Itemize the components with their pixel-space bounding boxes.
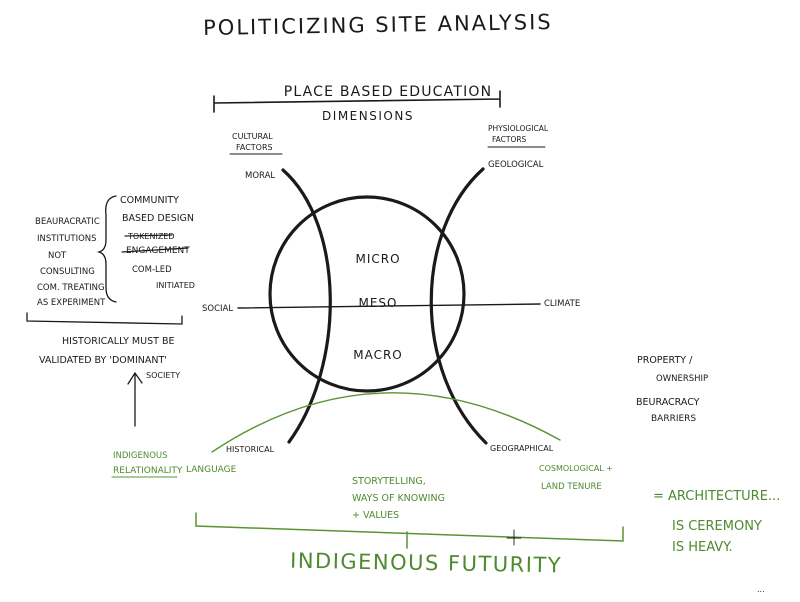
cultural-factors-heading-1: CULTURAL	[232, 132, 273, 141]
property-line: OWNERSHIP	[656, 374, 708, 384]
place-based-education-label: PLACE BASED EDUCATION	[284, 84, 493, 100]
architecture-label: = ARCHITECTURE...	[653, 489, 780, 504]
cosmological-line: LAND TENURE	[541, 482, 602, 492]
ceremony-line: IS HEAVY.	[672, 540, 733, 555]
meso-label: MESO	[359, 296, 398, 310]
right-arc	[429, 167, 488, 445]
community-line: BASED DESIGN	[122, 213, 194, 224]
cosmological-line: COSMOLOGICAL +	[539, 464, 613, 473]
geographical-label: GEOGRAPHICAL	[490, 444, 554, 453]
historical-label: HISTORICAL	[226, 445, 275, 454]
bureaucratic-line: INSTITUTIONS	[37, 234, 97, 244]
dimensions-bracket	[213, 90, 501, 113]
bureaucratic-line: NOT	[48, 251, 67, 261]
struck-word: TOKENIZED	[127, 232, 175, 241]
ellipsis-icon: ...	[757, 585, 765, 594]
dimensions-label: DIMENSIONS	[322, 109, 414, 123]
historically-line: SOCIETY	[146, 371, 180, 380]
macro-label: MACRO	[353, 348, 403, 362]
dimensions-circle	[268, 195, 466, 393]
climate-label: CLIMATE	[544, 299, 580, 309]
engagement-strike	[121, 247, 189, 253]
notes-bracket	[26, 312, 183, 325]
bureaucracy-line: BARRIERS	[651, 414, 696, 424]
left-arc	[281, 168, 332, 444]
storytelling-line: STORYTELLING,	[352, 476, 426, 487]
futurity-bracket	[195, 512, 624, 549]
storytelling-line: WAYS OF KNOWING	[352, 493, 445, 504]
green-arc	[211, 392, 561, 453]
up-arrow-icon	[127, 371, 143, 427]
strikethrough	[124, 234, 173, 237]
com-led-line: COM-LED	[132, 265, 172, 275]
page-title: POLITICIZING SITE ANALYSIS	[203, 10, 553, 40]
bureaucracy-line: BEURACRACY	[636, 397, 700, 408]
bureaucratic-line: CONSULTING	[40, 267, 95, 277]
bureaucratic-note: BEAURACRATIC INSTITUTIONS NOT CONSULTING…	[35, 217, 106, 308]
social-label: SOCIAL	[202, 304, 233, 314]
physiological-factors-heading-1: PHYSIOLOGICAL	[488, 124, 549, 133]
physiological-factors-heading-2: FACTORS	[492, 135, 527, 144]
curly-bracket	[96, 195, 117, 303]
indigenous-relationality-line: INDIGENOUS	[113, 451, 168, 461]
micro-label: MICRO	[355, 252, 400, 266]
moral-label: MORAL	[245, 171, 275, 181]
bureaucratic-line: BEAURACRATIC	[35, 217, 100, 227]
bureaucratic-line: COM. TREATING	[37, 283, 105, 293]
historically-line: HISTORICALLY MUST BE	[62, 336, 174, 347]
indigenous-relationality-line: RELATIONALITY	[113, 466, 183, 476]
cultural-factors-heading-2: FACTORS	[236, 143, 273, 152]
indigenous-futurity-label: INDIGENOUS FUTURITY	[290, 549, 562, 578]
cursor-crosshair-icon	[506, 529, 522, 546]
property-line: PROPERTY /	[637, 355, 693, 366]
storytelling-line: + VALUES	[352, 510, 399, 521]
engagement-word: ENGAGEMENT	[126, 246, 190, 256]
community-line: COMMUNITY	[120, 195, 179, 206]
ceremony-line: IS CEREMONY	[672, 519, 762, 534]
bureaucratic-line: AS EXPERIMENT	[37, 298, 106, 308]
geological-label: GEOLOGICAL	[488, 160, 544, 170]
language-label: LANGUAGE	[186, 465, 237, 475]
horizontal-axis	[237, 303, 541, 309]
com-led-line: INITIATED	[156, 281, 195, 290]
historically-line: VALIDATED BY 'DOMINANT'	[39, 355, 167, 366]
